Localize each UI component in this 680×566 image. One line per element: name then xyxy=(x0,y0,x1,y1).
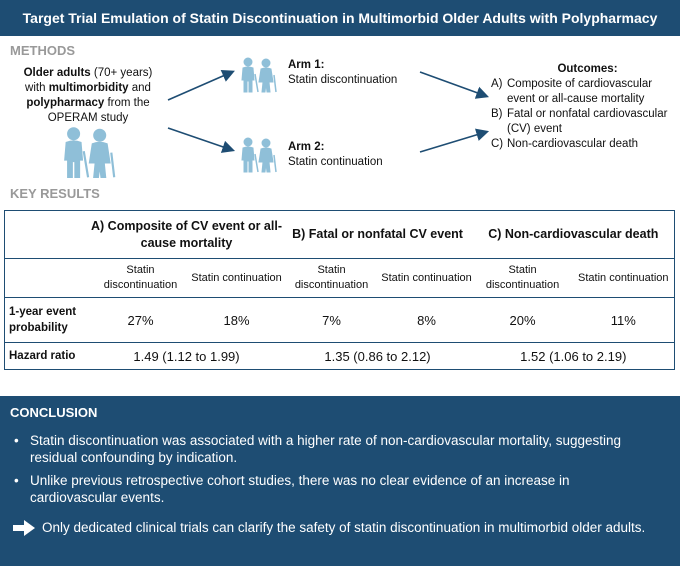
table-cell: 27% xyxy=(90,297,191,343)
table-cell: 20% xyxy=(472,297,573,343)
outcome-item: C)Non-cardiovascular death xyxy=(491,137,676,152)
arm1: Arm 1: Statin discontinuation xyxy=(288,58,397,88)
bullet-text: Unlike previous retrospective cohort stu… xyxy=(30,473,570,505)
arm2-title: Arm 2: xyxy=(288,141,325,153)
bullet-dot-icon: • xyxy=(14,473,19,488)
outcome-text: Non-cardiovascular death xyxy=(507,138,639,150)
population-and: and xyxy=(128,82,151,94)
population-older-adults: Older adults xyxy=(23,67,91,79)
outcome-item: B) Fatal or nonfatal cardiovascular (CV) … xyxy=(491,107,676,137)
row-label: Hazard ratio xyxy=(4,342,91,370)
outcome-letter: C) xyxy=(491,138,504,150)
arrow-to-arm2 xyxy=(167,127,236,153)
table-cell: 18% xyxy=(190,297,283,343)
arrow-to-arm1 xyxy=(167,69,235,101)
bullet-dot-icon: • xyxy=(14,433,19,448)
key-results-label: KEY RESULTS xyxy=(10,186,100,201)
elderly-couple-icon xyxy=(63,126,116,179)
subheader-cell: Statin discontinuation xyxy=(282,258,381,298)
arrow-arm2-to-outcomes xyxy=(419,128,490,153)
table-cell: 1.35 (0.86 to 2.12) xyxy=(282,342,473,370)
outcomes-title: Outcomes: xyxy=(557,63,618,75)
subheader-cell: Statin continuation xyxy=(190,258,283,298)
group-header-c: C) Non-cardiovascular death xyxy=(472,210,675,259)
elderly-couple-icon xyxy=(241,57,277,93)
population-description: Older adults (70+ years) with multimorbi… xyxy=(12,66,164,126)
outcome-letter: A) xyxy=(491,78,503,90)
conclusion-bullet: • Statin discontinuation was associated … xyxy=(14,432,664,466)
conclusion-label: CONCLUSION xyxy=(10,405,98,420)
table-cell: 1.52 (1.06 to 2.19) xyxy=(472,342,675,370)
outcome-text: Composite of cardiovascular event or all… xyxy=(507,78,653,105)
subheader-cell: Statin continuation xyxy=(572,258,675,298)
table-cell: 7% xyxy=(282,297,381,343)
subheader-cell: Statin continuation xyxy=(380,258,473,298)
elderly-couple-icon xyxy=(241,137,277,173)
table-row: 1-year event probability 27% 18% 7% 8% 2… xyxy=(4,297,675,343)
group-header-b: B) Fatal or nonfatal CV event xyxy=(282,210,473,259)
table-cell: 8% xyxy=(380,297,473,343)
bullet-text: Statin discontinuation was associated wi… xyxy=(30,433,622,465)
outcome-item: A) Composite of cardiovascular event or a… xyxy=(491,77,676,107)
final-text: Only dedicated clinical trials can clari… xyxy=(42,520,646,535)
subheader-cell: Statin discontinuation xyxy=(90,258,191,298)
title-banner: Target Trial Emulation of Statin Discont… xyxy=(0,0,680,36)
conclusion-panel: CONCLUSION • Statin discontinuation was … xyxy=(0,396,680,566)
table-header-row: A) Composite of CV event or all-cause mo… xyxy=(4,210,675,259)
conclusion-final: Only dedicated clinical trials can clari… xyxy=(12,519,652,541)
conclusion-bullet: • Unlike previous retrospective cohort s… xyxy=(14,472,634,506)
results-table: A) Composite of CV event or all-cause mo… xyxy=(4,210,676,370)
table-cell: 1.49 (1.12 to 1.99) xyxy=(90,342,283,370)
arrow-arm1-to-outcomes xyxy=(419,71,490,99)
table-subheader-row: Statin discontinuation Statin continuati… xyxy=(4,258,675,298)
population-multimorbidity: multimorbidity xyxy=(48,82,129,94)
methods-label: METHODS xyxy=(10,43,75,58)
right-arrow-icon xyxy=(12,519,42,541)
empty-header-cell xyxy=(4,210,91,259)
methods-diagram xyxy=(63,57,490,179)
empty-subheader-cell xyxy=(4,258,91,298)
population-polypharmacy: polypharmacy xyxy=(26,97,105,109)
population-source: from the OPERAM study xyxy=(47,97,150,124)
arm1-text: Statin discontinuation xyxy=(288,74,398,86)
arm2-text: Statin continuation xyxy=(288,156,383,168)
outcome-text: Fatal or nonfatal cardiovascular (CV) ev… xyxy=(507,108,668,135)
population-age: (70+ years) with xyxy=(25,67,153,94)
outcomes-list: Outcomes: A) Composite of cardiovascular … xyxy=(491,62,676,152)
table-cell: 11% xyxy=(572,297,675,343)
table-row: Hazard ratio 1.49 (1.12 to 1.99) 1.35 (0… xyxy=(4,342,675,370)
arm2: Arm 2: Statin continuation xyxy=(288,140,383,170)
subheader-cell: Statin discontinuation xyxy=(472,258,573,298)
outcome-letter: B) xyxy=(491,108,503,120)
row-label: 1-year event probability xyxy=(4,297,91,343)
group-header-a: A) Composite of CV event or all-cause mo… xyxy=(90,210,283,259)
arm1-title: Arm 1: xyxy=(288,59,325,71)
